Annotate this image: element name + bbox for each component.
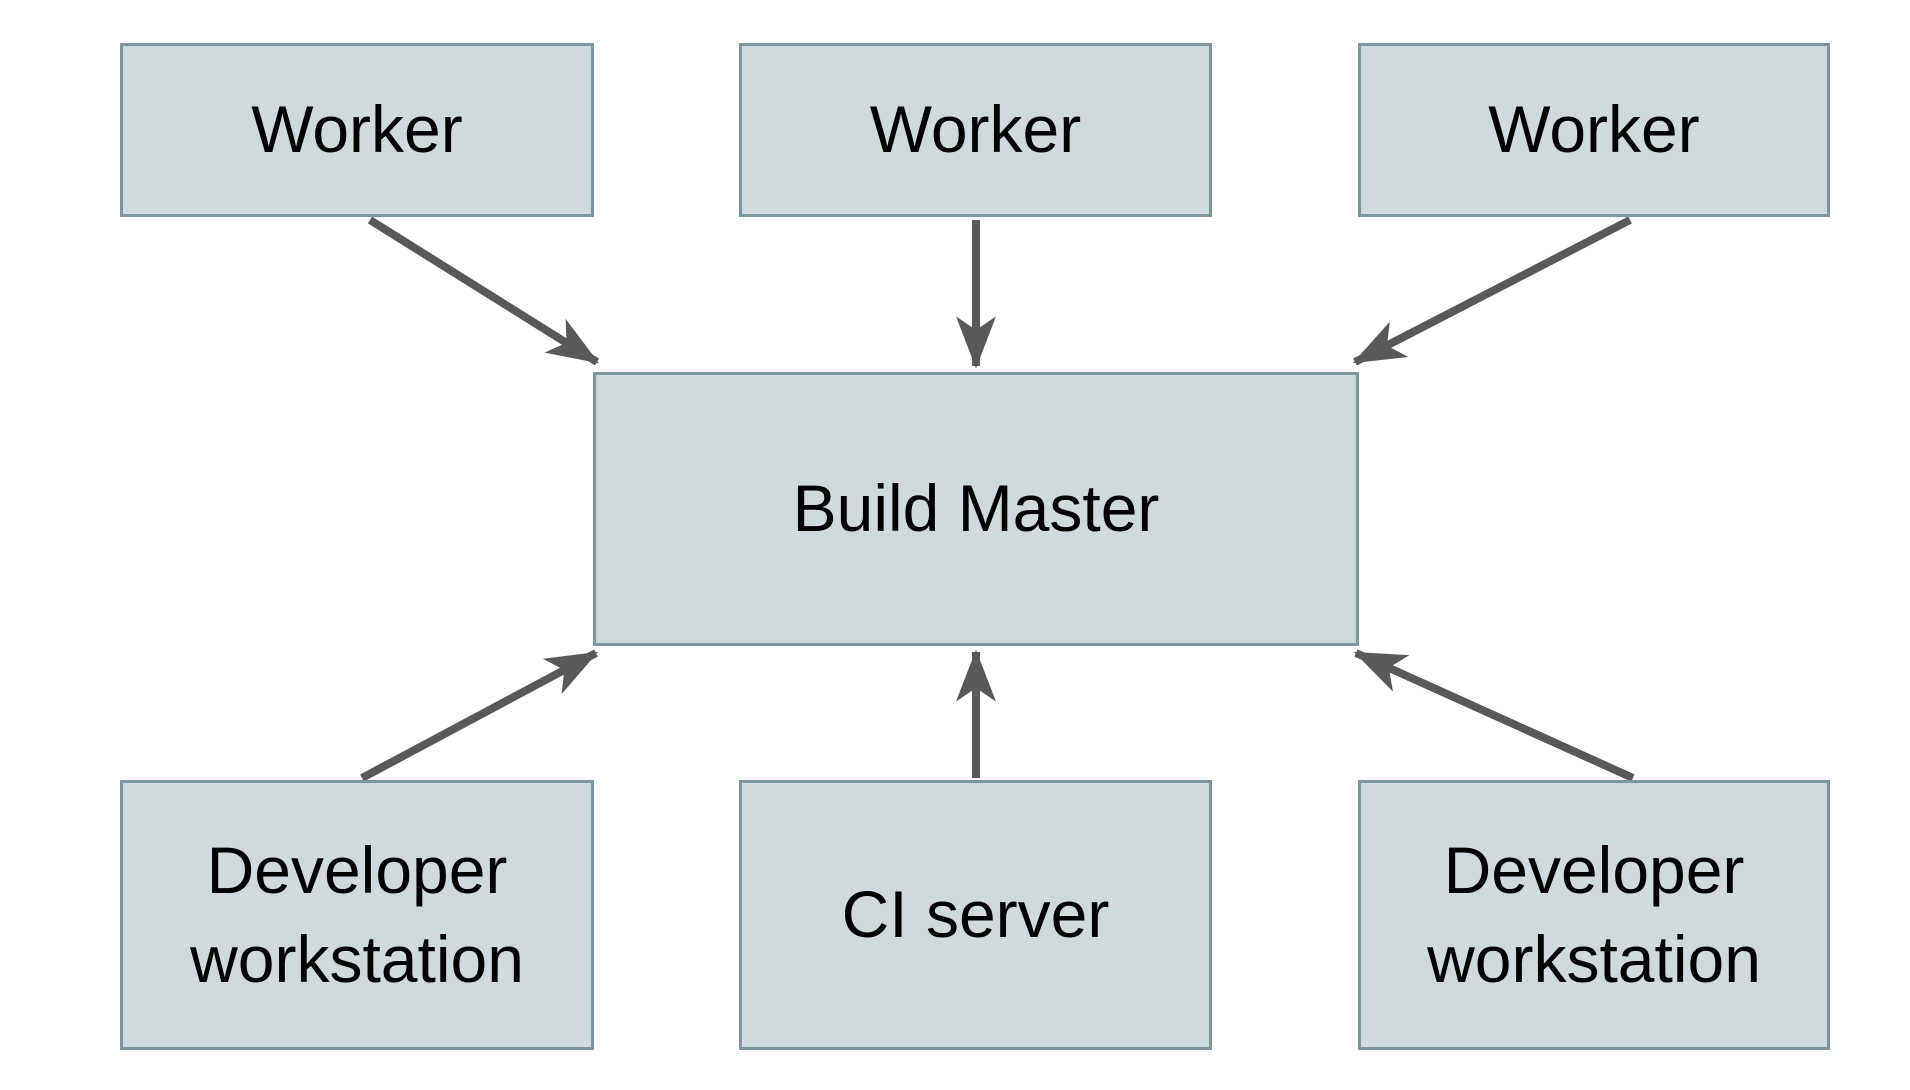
node-worker-3: Worker (1358, 43, 1830, 217)
node-worker-2-label: Worker (869, 92, 1082, 167)
node-worker-1: Worker (120, 43, 594, 217)
arrow-worker-3-to-build-master (1352, 216, 1632, 366)
node-developer-workstation-2: Developer workstation (1358, 780, 1830, 1050)
node-ci-server-label: CI server (841, 877, 1110, 952)
node-worker-1-label: Worker (251, 92, 463, 167)
node-developer-workstation-1-label: Developer workstation (190, 832, 524, 996)
node-developer-workstation-1: Developer workstation (120, 780, 594, 1050)
arrow-developer-workstation-1-to-build-master (360, 649, 599, 782)
node-build-master: Build Master (593, 372, 1359, 646)
node-build-master-label: Build Master (792, 471, 1160, 546)
node-ci-server: CI server (739, 780, 1212, 1050)
arrow-developer-workstation-2-to-build-master (1353, 649, 1635, 782)
arrow-worker-1-to-build-master (367, 216, 600, 366)
node-worker-3-label: Worker (1488, 92, 1700, 167)
node-developer-workstation-2-label: Developer workstation (1427, 832, 1761, 996)
node-worker-2: Worker (739, 43, 1212, 217)
